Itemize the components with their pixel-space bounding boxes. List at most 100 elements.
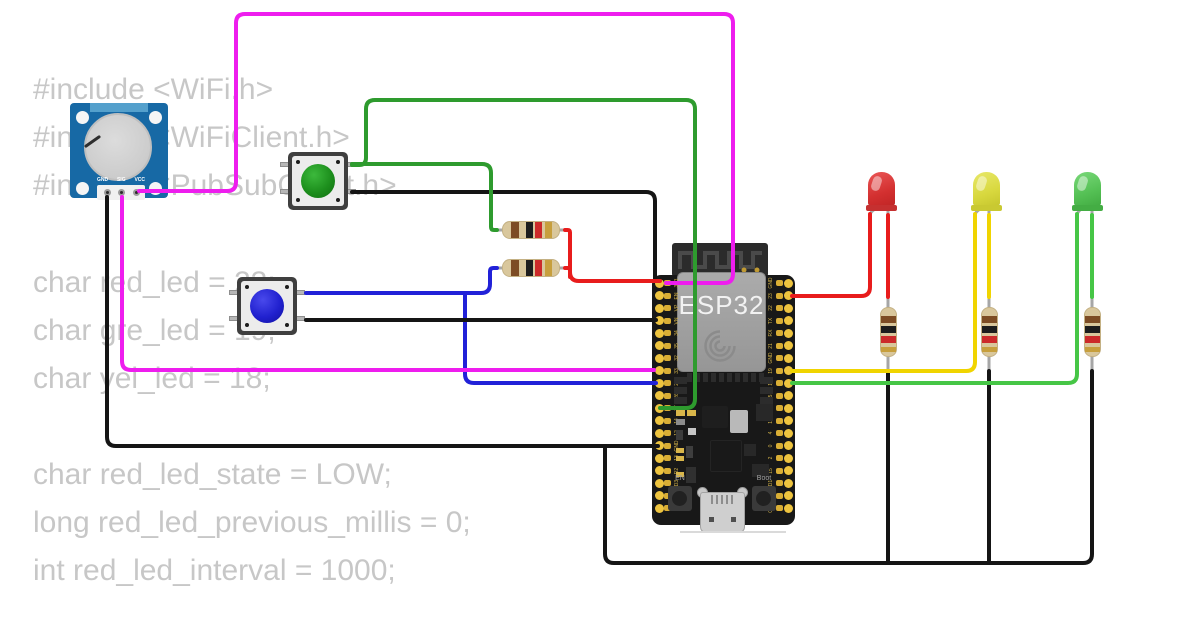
pin-left-25[interactable]: [654, 378, 664, 388]
pin-left-GND[interactable]: [654, 441, 664, 450]
pin-pad: [664, 305, 671, 311]
pin-right-23[interactable]: [783, 291, 793, 300]
pin-right-21[interactable]: [783, 341, 793, 350]
resistor-blue-button[interactable]: [502, 259, 560, 277]
pot-pin-sig[interactable]: [118, 189, 125, 196]
resistor-yellow-led[interactable]: [981, 307, 998, 357]
wire-pin23-to-red-led[interactable]: [790, 212, 872, 298]
en-button[interactable]: [668, 486, 692, 511]
boot-label: Boot: [756, 475, 772, 482]
pin-pad: [776, 305, 783, 311]
pin-left-D3[interactable]: [654, 478, 664, 488]
pin-left-14[interactable]: [654, 416, 664, 425]
green-pushbutton[interactable]: [280, 152, 356, 210]
pin-right-22[interactable]: [783, 303, 793, 313]
band-brown: [511, 260, 519, 276]
pin-right-0[interactable]: [783, 441, 793, 450]
pin-left-VN[interactable]: [654, 316, 664, 325]
potentiometer[interactable]: GND SIG VCC: [70, 103, 168, 200]
pin-right-19[interactable]: [783, 366, 793, 375]
pin-left-12[interactable]: [654, 428, 664, 438]
blue-button-cap[interactable]: [250, 289, 284, 323]
pin-right-4[interactable]: [783, 428, 793, 438]
resistor-green-led[interactable]: [1084, 307, 1101, 357]
code-line: #include <WiFi.h>: [33, 73, 274, 106]
red-led[interactable]: [866, 172, 897, 211]
pin-left-EN[interactable]: [654, 291, 664, 300]
pin-left-D2[interactable]: [654, 466, 664, 475]
green-led[interactable]: [1072, 172, 1103, 211]
code-line: char yel_led = 18;: [33, 362, 271, 395]
pin-pad: [664, 380, 671, 386]
pot-label-sig: SIG: [116, 177, 126, 183]
pin-left-27[interactable]: [654, 403, 664, 413]
pin-pad: [776, 505, 783, 511]
pin-pad: [664, 417, 671, 424]
wire-blue-button-to-pin25[interactable]: [463, 291, 658, 385]
pin-right-D1[interactable]: [783, 478, 793, 488]
pin-right-CLK[interactable]: [783, 503, 793, 513]
boot-button[interactable]: [752, 486, 776, 511]
pot-pin-gnd[interactable]: [104, 189, 111, 196]
pin-right-18[interactable]: [783, 378, 793, 388]
resistor-green-button[interactable]: [502, 221, 560, 239]
wire-pin18-to-green-led[interactable]: [790, 212, 1079, 385]
pin-pad: [776, 280, 783, 286]
pin-right-GND[interactable]: [783, 353, 793, 363]
pin-pad: [664, 430, 671, 436]
pin-pad: [776, 480, 783, 486]
wire-resistor1-to-3v3-red[interactable]: [563, 228, 662, 283]
pin-right-D0[interactable]: [783, 491, 793, 500]
band-gold: [545, 260, 552, 276]
mount-hole: [149, 182, 162, 195]
green-button-cap[interactable]: [301, 164, 335, 198]
pin-right-15[interactable]: [783, 466, 793, 475]
pin-pad: [776, 292, 783, 299]
pin-left-CMD[interactable]: [654, 491, 664, 500]
wire-resistor2-to-3v3-red[interactable]: [563, 266, 572, 279]
pin-left-13[interactable]: [654, 453, 664, 463]
band-brown: [511, 222, 519, 238]
code-line: long red_led_previous_millis = 0;: [33, 506, 471, 539]
band-red: [535, 222, 542, 238]
pin-left-5V[interactable]: [654, 503, 664, 513]
pin-left-VP[interactable]: [654, 303, 664, 313]
pin-pad: [776, 405, 783, 411]
button-lead[interactable]: [347, 189, 356, 194]
potentiometer-top-strip: [90, 103, 148, 112]
pin-left-33[interactable]: [654, 366, 664, 375]
pin-pad: [664, 455, 671, 461]
esp32-devkit[interactable]: ESP32 3V3ENVPVN343532332526271412GND13D2…: [652, 243, 795, 535]
button-corner-dot: [296, 198, 300, 202]
pin-pad: [776, 492, 783, 499]
pin-left-35[interactable]: [654, 341, 664, 350]
pin-right-16[interactable]: [783, 416, 793, 425]
pin-right-RX[interactable]: [783, 328, 793, 338]
code-line: int red_led_interval = 1000;: [33, 554, 396, 587]
pin-left-32[interactable]: [654, 353, 664, 363]
wire-blue-button-to-resistor2[interactable]: [304, 266, 499, 295]
esp32-shield: ESP32: [677, 272, 766, 372]
resistor-red-led[interactable]: [880, 307, 897, 357]
pot-pin-vcc[interactable]: [133, 189, 140, 196]
button-lead[interactable]: [296, 290, 305, 295]
pin-right-GND[interactable]: [783, 278, 793, 288]
pin-left-34[interactable]: [654, 328, 664, 338]
pin-right-2[interactable]: [783, 453, 793, 463]
wire-green-button-to-pin27[interactable]: [350, 98, 697, 410]
mount-hole: [76, 111, 89, 124]
pin-pad: [776, 467, 783, 474]
pin-right-TX[interactable]: [783, 316, 793, 325]
yellow-led[interactable]: [971, 172, 1002, 211]
button-lead[interactable]: [347, 162, 356, 167]
pin-left-26[interactable]: [654, 391, 664, 400]
pin-right-17[interactable]: [783, 403, 793, 413]
pin-right-5[interactable]: [783, 391, 793, 400]
blue-pushbutton[interactable]: [229, 277, 305, 335]
pin-left-3V3[interactable]: [654, 278, 664, 288]
pin-pad: [664, 317, 671, 324]
pin-pad: [776, 330, 783, 336]
potentiometer-knob[interactable]: [84, 113, 152, 181]
button-lead[interactable]: [296, 316, 305, 321]
